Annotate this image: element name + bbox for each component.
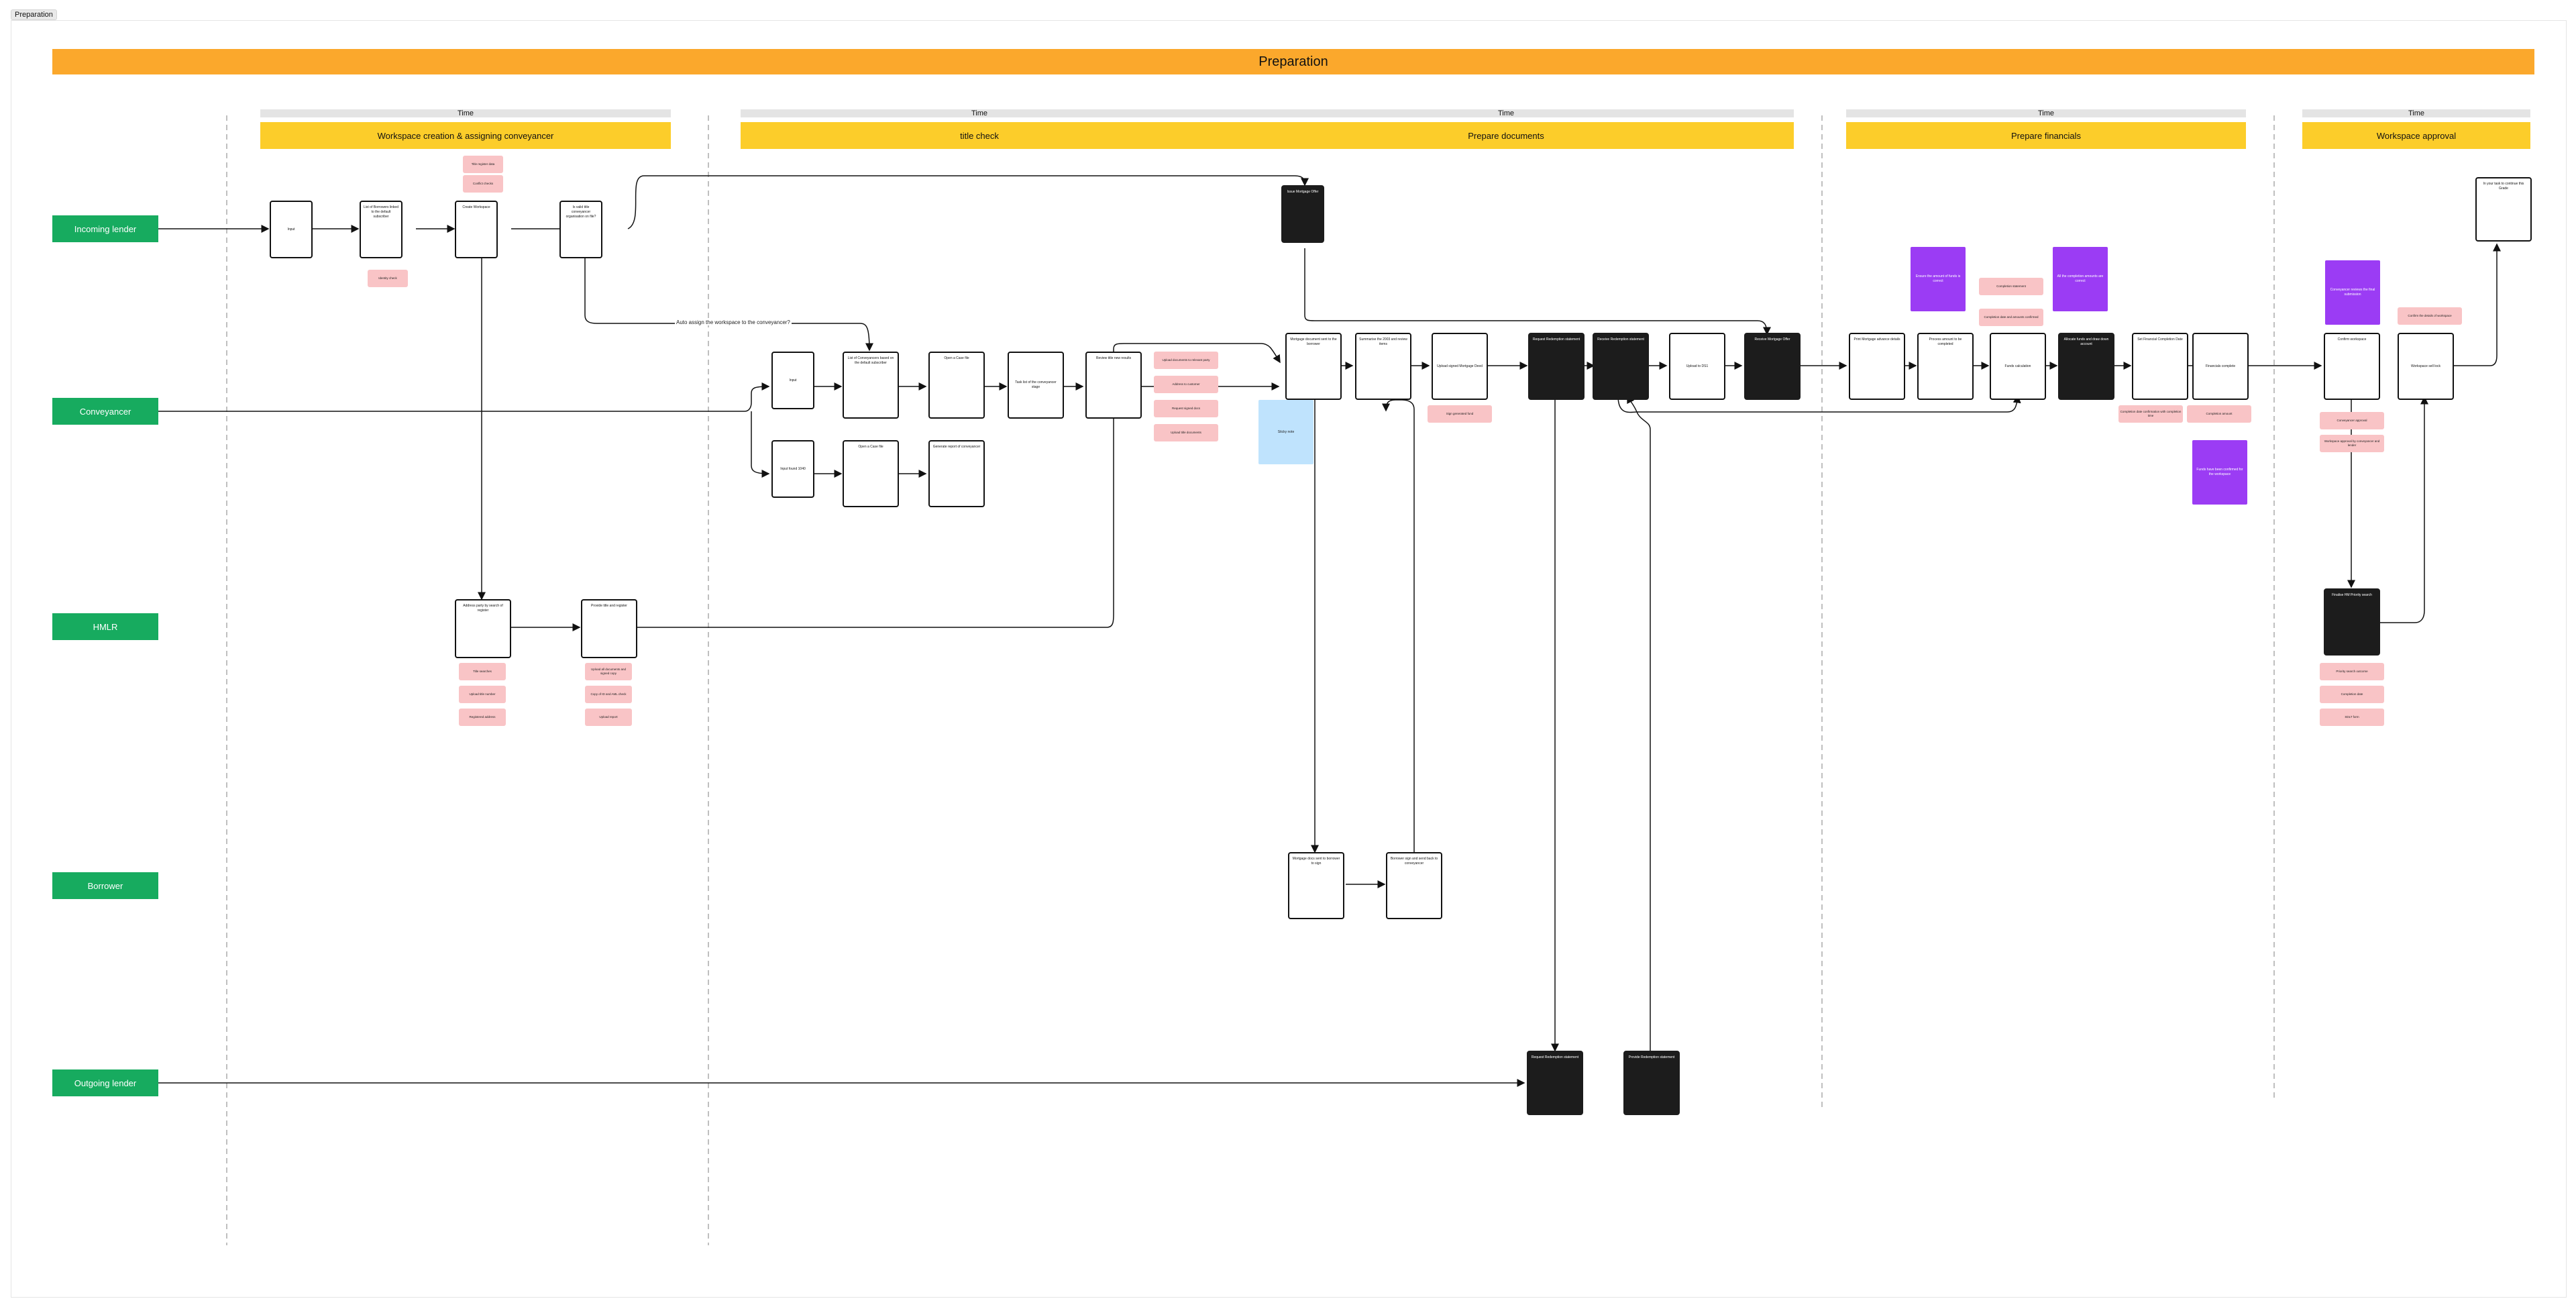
lane-incoming-lender: Incoming lender xyxy=(52,215,158,242)
box-upload-signed[interactable]: Upload signed Mortgage Deed xyxy=(1432,333,1488,400)
box-address-party[interactable]: Address party by search of register xyxy=(455,599,511,658)
box-list-conveyancers[interactable]: List of Conveyancers based on the defaul… xyxy=(843,352,899,419)
box-workspace-ready[interactable]: Workspace sell lock xyxy=(2398,333,2454,400)
note-copy-id[interactable]: Copy of ID and AML check xyxy=(585,686,632,703)
note-upload-docs[interactable]: Upload documents to relevant party xyxy=(1154,352,1218,369)
box-task-summary[interactable]: Task list of the conveyancer stage xyxy=(1008,352,1064,419)
box-request-redemption[interactable]: Request Redemption statement xyxy=(1528,333,1585,400)
box-mortgage-docs[interactable]: Mortgage document sent to the borrower xyxy=(1285,333,1342,400)
box-allocate-funds[interactable]: Allocate funds and draw down account xyxy=(2058,333,2114,400)
time-bar-3: Time xyxy=(1218,109,1794,117)
sticky-final-submission[interactable]: Conveyancer reviews the final submission xyxy=(2325,260,2380,325)
box-list-instructions[interactable]: List of Borrowers linked to the default … xyxy=(360,201,402,258)
note-title-register[interactable]: Title register data xyxy=(463,156,503,173)
time-bar-1: Time xyxy=(260,109,671,117)
note-title-searches[interactable]: Title searches xyxy=(459,663,506,680)
diagram-title: Preparation xyxy=(52,49,2534,74)
note-upload-report[interactable]: Upload report xyxy=(585,709,632,726)
note-upload-title-number[interactable]: Upload title number xyxy=(459,686,506,703)
time-bar-5: Time xyxy=(2302,109,2530,117)
box-generate-report[interactable]: Generate report of conveyancer xyxy=(928,440,985,507)
box-open-case[interactable]: Open a Case file xyxy=(928,352,985,419)
lane-outgoing-lender: Outgoing lender xyxy=(52,1069,158,1096)
note-sdlt-form[interactable]: SDLT form xyxy=(2320,709,2384,726)
note-request-signed[interactable]: Request signed docs xyxy=(1154,400,1218,417)
phase-prepare-documents: Prepare documents xyxy=(1218,122,1794,149)
note-completion-confirmation[interactable]: Completion date confirmation with comple… xyxy=(2118,405,2183,423)
note-completion-date-2[interactable]: Completion date xyxy=(2320,686,2384,703)
sticky-funds-confirmed[interactable]: Funds have been confirmed for the worksp… xyxy=(2192,440,2247,505)
box-open-case-2[interactable]: Open a Case file xyxy=(843,440,899,507)
box-input-found[interactable]: Input found 1040 xyxy=(771,440,814,498)
sticky-funds-correct[interactable]: Ensure the amount of funds is correct xyxy=(1911,247,1966,311)
time-bar-4: Time xyxy=(1846,109,2246,117)
box-subscriber-check[interactable]: Is valid title conveyancer organisation … xyxy=(559,201,602,258)
note-upload-all-docs[interactable]: Upload all documents and signed copy xyxy=(585,663,632,680)
box-summarise-docs[interactable]: Summarise the 2003 and review items xyxy=(1355,333,1411,400)
note-confirm-details[interactable]: Confirm the details of workspace xyxy=(2398,307,2462,325)
note-conveyancer-approval[interactable]: Conveyancer approval xyxy=(2320,412,2384,429)
box-input[interactable]: Input xyxy=(270,201,313,258)
note-completion-amount[interactable]: Completion amount xyxy=(2187,405,2251,423)
sticky-completion-amounts[interactable]: All the completion amounts are correct xyxy=(2053,247,2108,311)
box-issue-offer[interactable]: Issue Mortgage Offer xyxy=(1281,185,1324,243)
box-print-doc[interactable]: Print Mortgage advance details xyxy=(1849,333,1905,400)
box-settlement[interactable]: Set Financial Completion Date xyxy=(2132,333,2188,400)
box-financials-complete[interactable]: Financials complete xyxy=(2192,333,2249,400)
box-process-funds[interactable]: Process amount to be completed xyxy=(1917,333,1974,400)
note-identity-check[interactable]: Identity check xyxy=(368,270,408,287)
box-final-doc[interactable]: In your task to continue this Grade xyxy=(2475,177,2532,242)
phase-prepare-financials: Prepare financials xyxy=(1846,122,2246,149)
box-review-title[interactable]: Review title new results xyxy=(1085,352,1142,419)
time-dividers xyxy=(226,115,2275,1245)
box-outgoing-provide[interactable]: Provide Redemption statement xyxy=(1623,1051,1680,1115)
time-bar-2: Time xyxy=(741,109,1218,117)
note-priority-search[interactable]: Priority search outcome xyxy=(2320,663,2384,680)
connector-label: Auto assign the workspace to the conveya… xyxy=(675,319,792,325)
box-borrower-return[interactable]: Borrower sign and send back to conveyanc… xyxy=(1386,852,1442,919)
box-finalise-priority[interactable]: Finalise HM Priority search xyxy=(2324,588,2380,656)
note-address-customer[interactable]: Address to customer xyxy=(1154,376,1218,393)
box-receive-redemption[interactable]: Receive Redemption statement xyxy=(1593,333,1649,400)
note-conflict-checks[interactable]: Conflict checks xyxy=(463,175,503,193)
box-input-conveyancer[interactable]: Input xyxy=(771,352,814,409)
note-registered-address[interactable]: Registered address xyxy=(459,709,506,726)
phase-title-check: title check xyxy=(741,122,1218,149)
box-confirm-workspace[interactable]: Confirm workspace xyxy=(2324,333,2380,400)
note-workspace-approval[interactable]: Workspace approval by conveyancer and le… xyxy=(2320,435,2384,452)
phase-workspace-creation: Workspace creation & assigning conveyanc… xyxy=(260,122,671,149)
note-upload-title-docs[interactable]: Upload title documents xyxy=(1154,424,1218,441)
note-sign-fund[interactable]: Sign generated fund xyxy=(1428,405,1492,423)
note-completion-statement[interactable]: Completion statement xyxy=(1979,278,2043,295)
lane-conveyancer: Conveyancer xyxy=(52,398,158,425)
box-outgoing-request[interactable]: Request Redemption statement xyxy=(1527,1051,1583,1115)
lane-borrower: Borrower xyxy=(52,872,158,899)
lane-hmlr: HMLR xyxy=(52,613,158,640)
box-funds-calc[interactable]: Funds calculation xyxy=(1990,333,2046,400)
box-borrower-sign[interactable]: Mortgage docs sent to borrower to sign xyxy=(1288,852,1344,919)
frame-label[interactable]: Preparation xyxy=(11,9,57,20)
box-upload-ds1[interactable]: Upload to DS1 xyxy=(1669,333,1725,400)
note-completion-date[interactable]: Completion date and amounts confirmed xyxy=(1979,309,2043,326)
box-create-workspace[interactable]: Create Workspace xyxy=(455,201,498,258)
box-receive-mortgage[interactable]: Receive Mortgage Offer xyxy=(1744,333,1801,400)
sticky-note-blue[interactable]: Sticky note xyxy=(1258,400,1313,464)
phase-workspace-approval: Workspace approval xyxy=(2302,122,2530,149)
box-provide-title[interactable]: Provide title and register xyxy=(581,599,637,658)
